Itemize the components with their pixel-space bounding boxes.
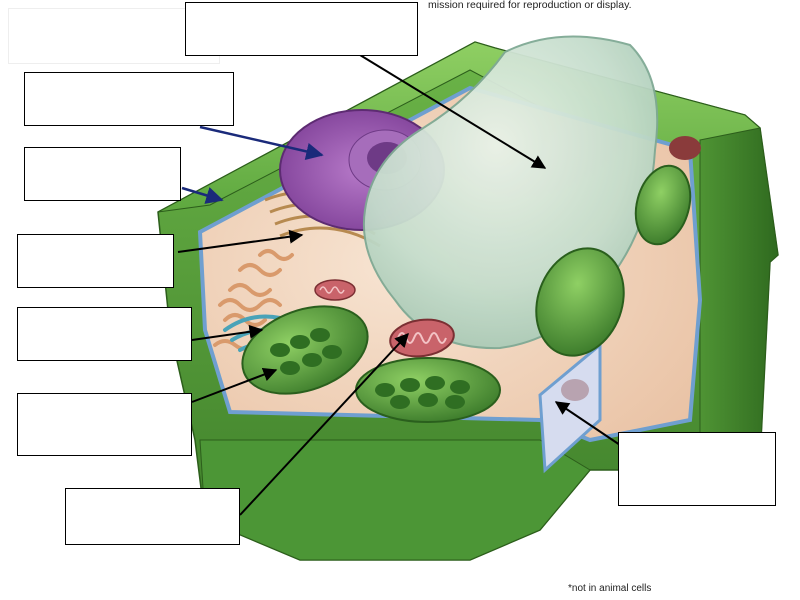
- label-box-golgi[interactable]: [17, 307, 192, 361]
- label-box-chloroplast[interactable]: [17, 393, 192, 456]
- footnote-text: *not in animal cells: [568, 583, 651, 594]
- label-box-cell-membrane[interactable]: [24, 147, 181, 201]
- label-box-plasmodesma[interactable]: [618, 432, 776, 506]
- label-box-mitochondrion[interactable]: [65, 488, 240, 545]
- label-box-nucleus[interactable]: [24, 72, 234, 126]
- mitochondrion-small: [315, 280, 355, 300]
- label-box-endoplasmic-reticulum[interactable]: [17, 234, 174, 288]
- label-box-central-vacuole[interactable]: [185, 2, 418, 56]
